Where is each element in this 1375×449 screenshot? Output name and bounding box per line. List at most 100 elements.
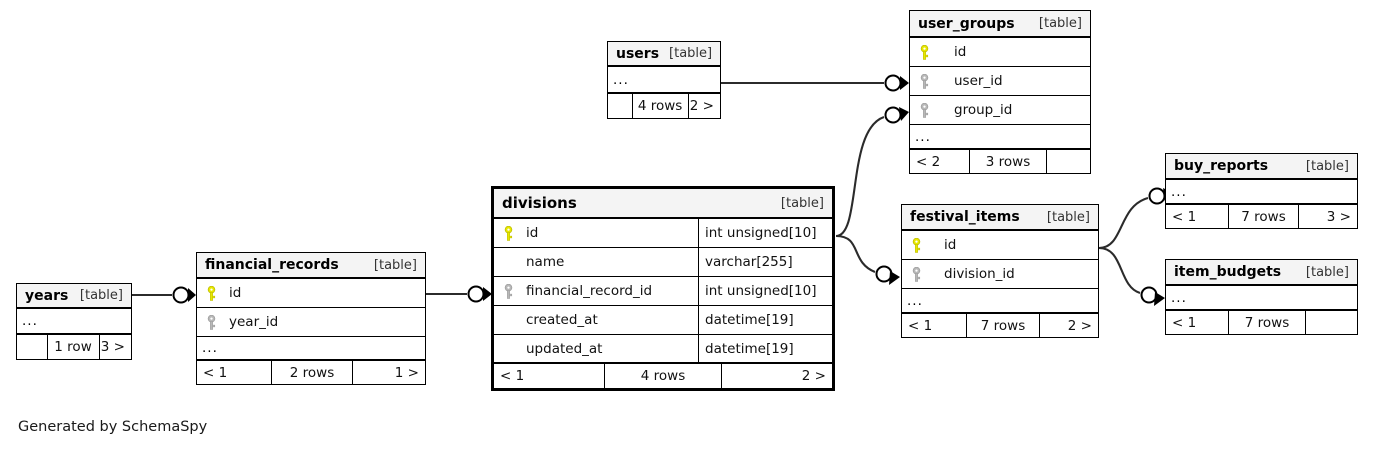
foreign-key-icon: [916, 73, 933, 89]
foreign-key-icon: [916, 102, 933, 118]
footer-prev-page[interactable]: < 1: [1172, 314, 1197, 331]
table-header-item_budgets: item_budgets [table]: [1166, 260, 1357, 286]
edge-festival_items-item_budgets: [1098, 246, 1165, 306]
column-type: varchar[255]: [698, 248, 832, 276]
footer-prev-page[interactable]: < 1: [1172, 208, 1197, 225]
table-header-users: users [table]: [608, 42, 720, 67]
table-node-festival_items[interactable]: festival_items [table] id division_id ..…: [901, 204, 1099, 338]
column-cell: financial_record_id: [494, 277, 698, 305]
footer-row-count: 7 rows: [966, 314, 1040, 337]
table-row[interactable]: financial_record_id int unsigned[10]: [494, 277, 832, 306]
table-row[interactable]: year_id: [197, 308, 425, 337]
column-cell: group_id: [910, 96, 1090, 124]
footer-row-count: 1 row: [46, 335, 100, 359]
column-name: division_id: [944, 266, 1015, 282]
column-cell: year_id: [197, 308, 425, 336]
table-more-columns-indicator: ...: [608, 67, 720, 94]
footer-row-count: 3 rows: [969, 150, 1047, 173]
table-header-years: years [table]: [17, 284, 131, 309]
table-more-columns-indicator: ...: [1166, 180, 1357, 205]
column-type: datetime[19]: [698, 335, 832, 362]
table-row[interactable]: updated_at datetime[19]: [494, 335, 832, 364]
table-row[interactable]: id: [197, 279, 425, 308]
column-cell: updated_at: [494, 335, 698, 362]
column-name: id: [229, 285, 242, 301]
footer-next-page[interactable]: [1047, 150, 1090, 173]
table-header-divisions: divisions [table]: [494, 189, 832, 219]
generated-by-caption: Generated by SchemaSpy: [18, 419, 208, 435]
table-title: years: [25, 287, 69, 304]
table-node-financial_records[interactable]: financial_records [table] id year_id ...…: [196, 252, 426, 385]
table-node-item_budgets[interactable]: item_budgets [table] ... < 1 7 rows: [1165, 259, 1358, 335]
table-row[interactable]: id int unsigned[10]: [494, 219, 832, 248]
footer-prev-page[interactable]: [608, 94, 632, 118]
table-footer-users: 4 rows 2 >: [608, 94, 720, 118]
table-title: buy_reports: [1174, 158, 1269, 174]
table-header-financial_records: financial_records [table]: [197, 253, 425, 279]
primary-key-icon: [916, 44, 933, 60]
primary-key-icon: [500, 225, 517, 241]
table-row[interactable]: user_id: [910, 67, 1090, 96]
column-name: updated_at: [526, 340, 603, 357]
edge-years-financial_records: [132, 286, 196, 304]
footer-prev-page[interactable]: < 1: [908, 317, 933, 334]
footer-row-count: 7 rows: [1228, 205, 1299, 228]
table-row[interactable]: created_at datetime[19]: [494, 306, 832, 335]
foreign-key-icon: [203, 314, 220, 330]
table-tag: [table]: [79, 288, 123, 303]
table-tag: [table]: [669, 46, 713, 61]
column-cell: id: [197, 279, 425, 307]
table-row[interactable]: id: [910, 38, 1090, 67]
table-tag: [table]: [1046, 209, 1090, 225]
table-node-divisions[interactable]: divisions [table] id int unsigned[10] na…: [491, 186, 835, 391]
column-cell: id: [902, 231, 1098, 259]
footer-prev-page[interactable]: < 1: [500, 368, 525, 384]
table-tag: [table]: [1038, 16, 1082, 31]
table-title: festival_items: [910, 209, 1020, 225]
edge-divisions-user_groups: [835, 106, 909, 238]
table-more-columns-indicator: ...: [910, 125, 1090, 150]
column-type: int unsigned[10]: [698, 277, 832, 305]
column-name: id: [944, 237, 957, 253]
table-row[interactable]: group_id: [910, 96, 1090, 125]
table-node-buy_reports[interactable]: buy_reports [table] ... < 1 7 rows 3 >: [1165, 153, 1358, 229]
table-row[interactable]: name varchar[255]: [494, 248, 832, 277]
footer-next-page[interactable]: 1 >: [394, 364, 419, 381]
column-cell: id: [494, 219, 698, 247]
table-footer-item_budgets: < 1 7 rows: [1166, 311, 1357, 334]
footer-next-page[interactable]: [1306, 311, 1357, 334]
column-name: id: [954, 44, 967, 60]
footer-row-count: 2 rows: [271, 361, 353, 384]
table-node-users[interactable]: users [table] ... 4 rows 2 >: [607, 41, 721, 119]
footer-next-page[interactable]: 3 >: [1326, 208, 1351, 225]
table-footer-user_groups: < 2 3 rows: [910, 150, 1090, 173]
column-cell: user_id: [910, 67, 1090, 95]
table-node-user_groups[interactable]: user_groups [table] id user_id: [909, 10, 1091, 174]
table-title: user_groups: [918, 15, 1015, 32]
table-more-columns-indicator: ...: [197, 337, 425, 361]
column-type: datetime[19]: [698, 306, 832, 334]
table-tag: [table]: [373, 257, 417, 273]
footer-prev-page[interactable]: < 1: [203, 364, 228, 381]
footer-next-page[interactable]: 2 >: [801, 368, 826, 384]
footer-next-page[interactable]: 2 >: [689, 98, 714, 114]
footer-prev-page[interactable]: [17, 335, 47, 359]
column-cell: division_id: [902, 260, 1098, 288]
table-footer-financial_records: < 1 2 rows 1 >: [197, 361, 425, 384]
table-row[interactable]: id: [902, 231, 1098, 260]
table-row[interactable]: division_id: [902, 260, 1098, 289]
table-title: divisions: [502, 194, 577, 212]
primary-key-icon: [203, 285, 220, 301]
table-title: item_budgets: [1174, 264, 1282, 280]
column-type: int unsigned[10]: [698, 219, 832, 247]
footer-prev-page[interactable]: < 2: [916, 153, 941, 170]
table-footer-buy_reports: < 1 7 rows 3 >: [1166, 205, 1357, 228]
edge-users-user_groups: [721, 74, 909, 92]
footer-next-page[interactable]: 2 >: [1067, 317, 1092, 334]
footer-next-page[interactable]: 3 >: [100, 339, 125, 355]
table-node-years[interactable]: years [table] ... 1 row 3 >: [16, 283, 132, 360]
footer-row-count: 4 rows: [604, 364, 722, 388]
table-more-columns-indicator: ...: [17, 309, 131, 335]
table-footer-festival_items: < 1 7 rows 2 >: [902, 314, 1098, 337]
